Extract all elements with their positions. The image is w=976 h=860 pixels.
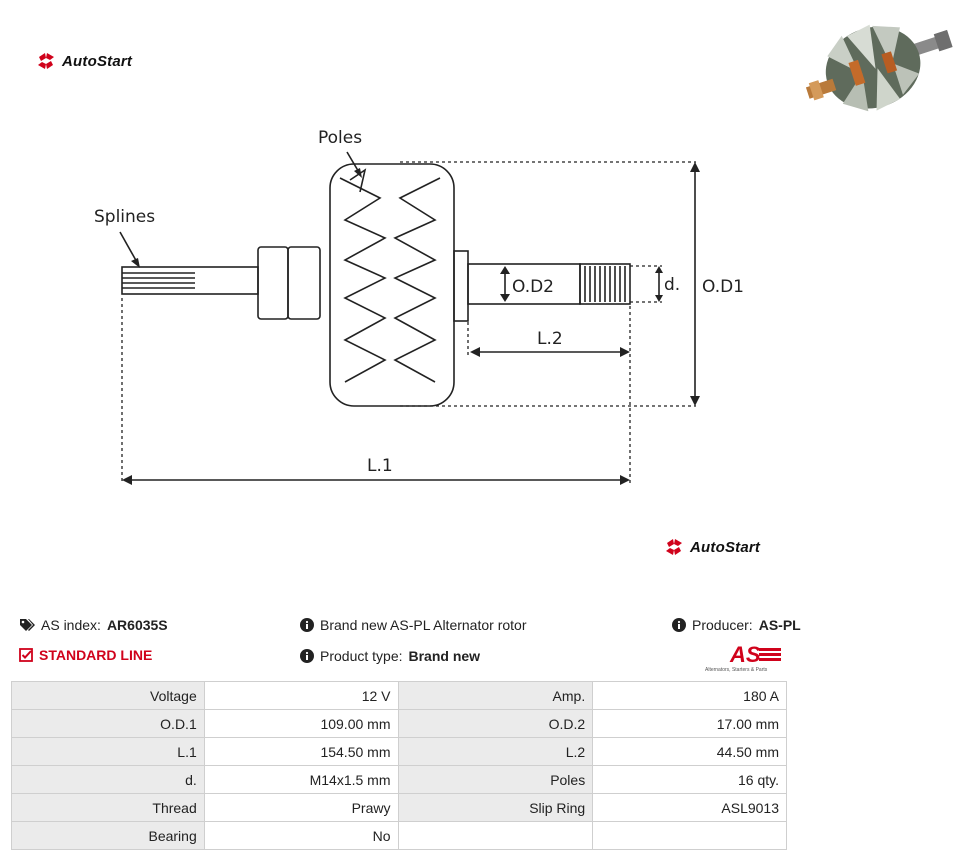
autostart-logo[interactable]: AutoStart [36, 51, 132, 71]
spec-label: Voltage [11, 681, 205, 710]
spec-value: 16 qty. [592, 765, 787, 794]
spec-value: Prawy [203, 793, 399, 822]
spec-value: No [203, 821, 399, 850]
rotor-dimension-diagram: Poles Splines O.D2 d. O.D1 L.2 L.1 [94, 128, 744, 485]
as-index: AS index: AR6035S [19, 617, 168, 633]
spec-value [592, 821, 787, 850]
spec-label: L.2 [397, 737, 594, 766]
standard-line-badge: STANDARD LINE [19, 647, 152, 663]
producer-logo-text: AS [729, 642, 761, 667]
as-index-value: AR6035S [106, 617, 168, 633]
spec-label: O.D.1 [11, 709, 205, 738]
spec-label [397, 821, 594, 850]
spec-value: 17.00 mm [592, 709, 787, 738]
as-pl-producer-logo: AS Alternators, Starters & Parts [705, 642, 781, 673]
spec-label: O.D.2 [397, 709, 594, 738]
spec-value: 12 V [203, 681, 399, 710]
product-type: Product type: Brand new [300, 648, 480, 664]
producer: Producer: AS-PL [672, 617, 801, 633]
label-poles: Poles [318, 128, 362, 148]
spec-value: 180 A [592, 681, 787, 710]
product-type-label: Product type: [320, 648, 403, 664]
logo-text: AutoStart [690, 538, 761, 556]
spec-value: ASL9013 [592, 793, 787, 822]
product-photo [806, 24, 953, 112]
spec-value: 154.50 mm [203, 737, 399, 766]
label-l1: L.1 [367, 456, 393, 476]
tags-icon [20, 619, 35, 631]
spec-label: L.1 [11, 737, 205, 766]
spec-label: Bearing [11, 821, 205, 850]
label-splines: Splines [94, 207, 155, 227]
autostart-logo-secondary: AutoStart [664, 537, 760, 557]
autostart-logo-icon [666, 539, 682, 555]
check-square-icon [19, 648, 33, 662]
producer-logo-tagline: Alternators, Starters & Parts [705, 667, 768, 673]
label-od1: O.D1 [702, 277, 744, 297]
info-circle-icon [300, 649, 314, 663]
spec-label: d. [11, 765, 205, 794]
description-text: Brand new AS-PL Alternator rotor [320, 617, 527, 633]
spec-label: Poles [397, 765, 594, 794]
info-circle-icon [672, 618, 686, 632]
spec-label: Amp. [397, 681, 594, 710]
spec-value: M14x1.5 mm [203, 765, 399, 794]
as-index-label: AS index: [41, 617, 101, 633]
standard-line-text: STANDARD LINE [39, 647, 153, 663]
info-circle-icon [300, 618, 314, 632]
spec-label: Thread [11, 793, 205, 822]
logo-text: AutoStart [62, 52, 133, 70]
autostart-logo-icon [38, 53, 54, 69]
producer-value: AS-PL [758, 617, 801, 633]
spec-label: Slip Ring [397, 793, 594, 822]
label-od2: O.D2 [512, 277, 554, 297]
label-l2: L.2 [537, 329, 563, 349]
spec-value: 109.00 mm [203, 709, 399, 738]
producer-label: Producer: [692, 617, 753, 633]
description: Brand new AS-PL Alternator rotor [300, 617, 526, 633]
spec-value: 44.50 mm [592, 737, 787, 766]
label-d: d. [664, 275, 680, 295]
product-type-value: Brand new [408, 648, 481, 664]
